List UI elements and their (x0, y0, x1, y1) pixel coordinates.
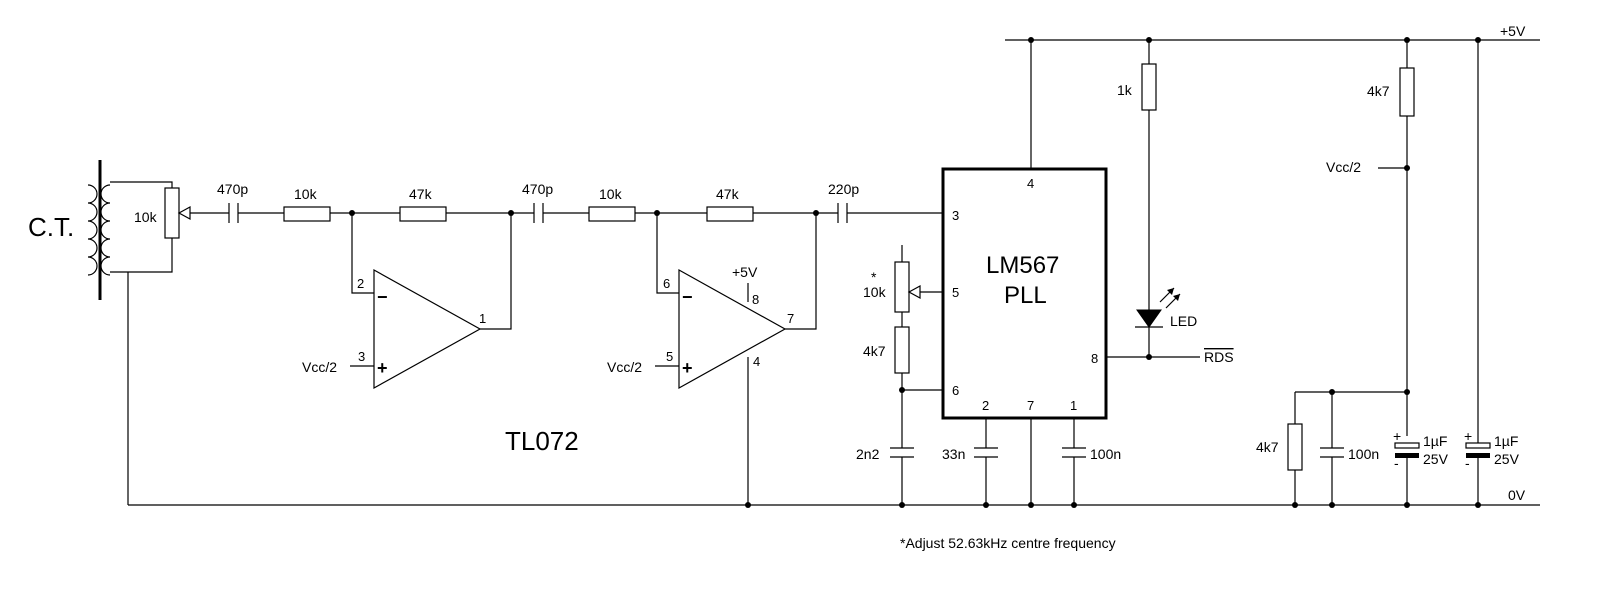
resistor-4k7-top-label: 4k7 (1367, 83, 1390, 99)
resistor-47k-2-label: 47k (716, 186, 740, 202)
cap-e2-voltage: 25V (1494, 451, 1520, 467)
pll-potentiometer (894, 261, 910, 313)
opamp1-plus: + (377, 358, 388, 378)
electrolytic-cap-2 (1465, 442, 1491, 458)
opamp1-pin-3: 3 (358, 349, 365, 364)
pll-pin-2: 2 (982, 398, 989, 413)
opamp2-pin-8: 8 (752, 292, 759, 307)
cap-100n-pll-label: 100n (1090, 446, 1121, 462)
resistor-4k7-top (1399, 67, 1415, 117)
cap-470p-2-label: 470p (522, 181, 553, 197)
opamp2-supply-label: +5V (732, 264, 758, 280)
footnote: *Adjust 52.63kHz centre frequency (900, 535, 1116, 551)
rds-output-label: RDS (1204, 349, 1234, 365)
pll-pin-6: 6 (952, 383, 959, 398)
electrolytic-cap-1 (1394, 442, 1420, 458)
opamp-name-label: TL072 (505, 426, 579, 456)
pll-pin-3: 3 (952, 208, 959, 223)
resistor-4k7-bottom-label: 4k7 (1256, 439, 1279, 455)
opamp1-minus: − (377, 287, 388, 307)
opamp-2 (678, 268, 787, 390)
rail-5v-label: +5V (1500, 23, 1526, 39)
opamp2-pin-4: 4 (753, 354, 760, 369)
opamp2-pin-5: 5 (666, 349, 673, 364)
opamp2-minus: − (682, 287, 693, 307)
chip-type: PLL (1004, 282, 1047, 309)
opamp1-vcc2-label: Vcc/2 (302, 359, 337, 375)
input-pot-label: 10k (134, 209, 158, 225)
resistor-1k (1141, 63, 1157, 111)
pll-pin-8: 8 (1091, 351, 1098, 366)
cap-e1-voltage: 25V (1423, 451, 1449, 467)
pll-pin-4: 4 (1027, 176, 1034, 191)
cap-e1-value: 1µF (1423, 433, 1447, 449)
chip-name: LM567 (986, 252, 1059, 279)
current-transformer (87, 160, 111, 300)
resistor-47k-1 (399, 206, 447, 222)
pll-pot-label: 10k (863, 284, 887, 300)
resistor-10k-1-label: 10k (294, 186, 318, 202)
ct-label: C.T. (28, 212, 74, 242)
pll-pin-7: 7 (1027, 398, 1034, 413)
resistor-4k7-pll-label: 4k7 (863, 343, 886, 359)
pll-pin-1: 1 (1070, 398, 1077, 413)
resistor-47k-2 (706, 206, 754, 222)
pll-pot-wiper-arrow (907, 284, 921, 300)
cap-2n2-label: 2n2 (856, 446, 880, 462)
cap-33n-label: 33n (942, 446, 965, 462)
cap-220p-label: 220p (828, 181, 859, 197)
cap-e2-minus: - (1465, 455, 1470, 471)
led-label: LED (1170, 313, 1197, 329)
resistor-10k-2-label: 10k (599, 186, 623, 202)
pll-pin-5: 5 (952, 285, 959, 300)
cap-e2-plus: + (1464, 428, 1472, 444)
resistor-47k-1-label: 47k (409, 186, 433, 202)
input-pot-wiper-arrow (177, 205, 191, 221)
cap-100n-bias-label: 100n (1348, 446, 1379, 462)
resistor-10k-1 (283, 206, 331, 222)
opamp1-pin-1: 1 (479, 311, 486, 326)
opamp2-plus: + (682, 358, 693, 378)
cap-e1-minus: - (1394, 455, 1399, 471)
opamp2-vcc2-label: Vcc/2 (607, 359, 642, 375)
opamp2-pin-6: 6 (663, 276, 670, 291)
opamp-1 (373, 268, 482, 390)
bias-vcc2-label: Vcc/2 (1326, 159, 1361, 175)
opamp2-pin-7: 7 (787, 311, 794, 326)
cap-470p-1-label: 470p (217, 181, 248, 197)
cap-e2-value: 1µF (1494, 433, 1518, 449)
cap-e1-plus: + (1393, 428, 1401, 444)
input-potentiometer (164, 187, 180, 239)
resistor-4k7-bottom (1287, 423, 1303, 471)
rail-0v-label: 0V (1508, 487, 1526, 503)
opamp1-pin-2: 2 (357, 276, 364, 291)
resistor-10k-2 (588, 206, 636, 222)
pll-pot-star: * (871, 269, 877, 285)
resistor-1k-label: 1k (1117, 82, 1133, 98)
lm567-pll-chip (941, 167, 1108, 420)
resistor-4k7-pll (894, 326, 910, 374)
